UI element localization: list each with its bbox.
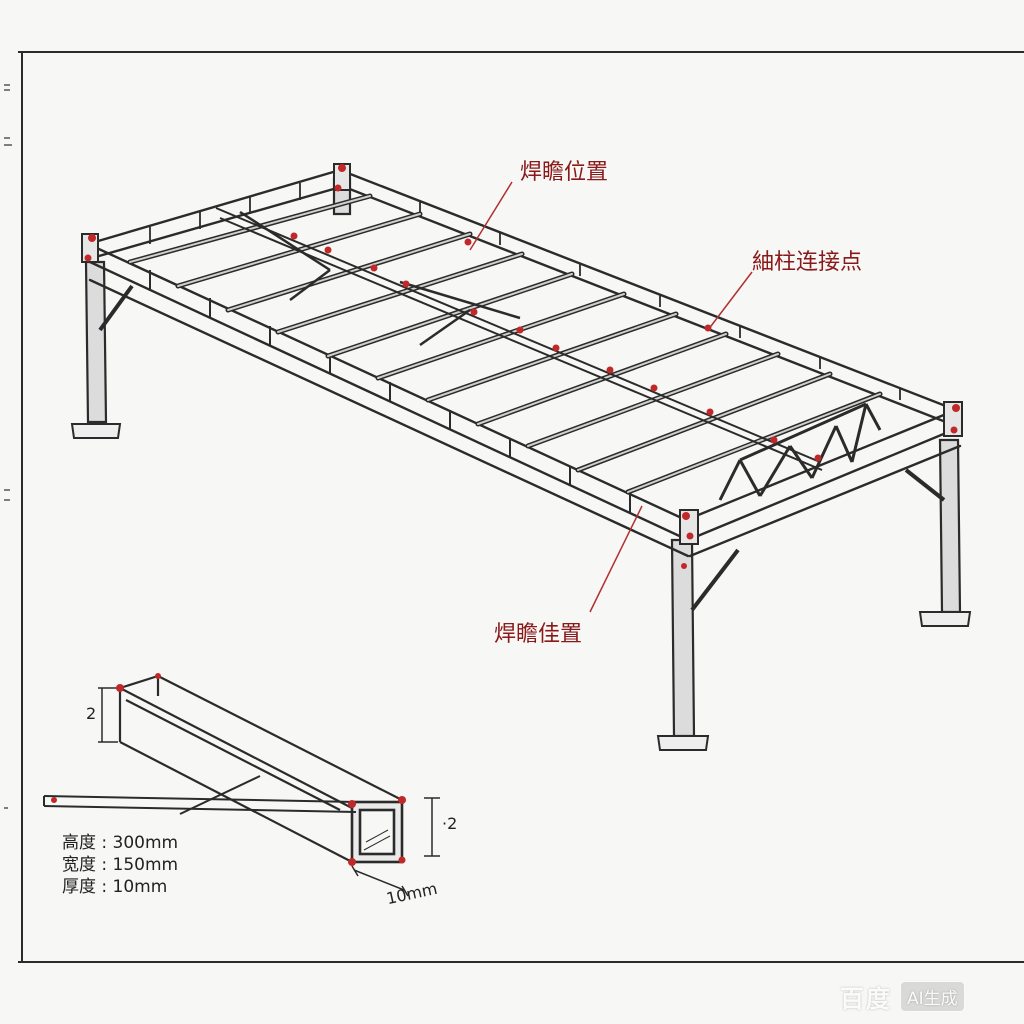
base-plate-front: [656, 735, 710, 751]
deck-braces: [239, 210, 521, 347]
center-beam: [215, 207, 823, 471]
steel-platform: [70, 163, 972, 751]
dimension-left-mark: 2: [86, 704, 97, 723]
watermark-brand: 百度: [840, 984, 892, 1013]
leader-weld-bottom: [589, 505, 643, 613]
back-stiffeners: [419, 202, 901, 400]
box-section-end: [350, 800, 404, 864]
base-plate-right: [918, 611, 972, 627]
leader-weld-top: [469, 181, 513, 251]
watermark-tag: AI生成: [900, 980, 965, 1012]
box-beam: [118, 674, 403, 863]
dimension-lines: [98, 687, 440, 897]
dimension-right-mark: ·2: [442, 814, 458, 833]
perimeter-beams: [86, 168, 962, 558]
left-margin-marks: [4, 84, 12, 809]
spec-width: 宽度 : 150mm: [62, 855, 179, 875]
spec-height: 高度 : 300mm: [62, 833, 179, 853]
flat-bar: [43, 775, 357, 815]
leader-column-joint: [707, 271, 753, 331]
detail-weld-points: [51, 673, 406, 866]
ai-generated-watermark: 百度 AI生成: [840, 978, 965, 1014]
annotation-weld-top: 焊瞻位置: [520, 160, 609, 185]
drawing-frame: [18, 51, 1024, 963]
annotation-weld-bottom: 焊瞻佳置: [494, 622, 583, 647]
annotation-column-joint: 紬柱连接点: [752, 250, 863, 275]
column-caps: [81, 163, 963, 545]
column-back-right: [938, 438, 962, 614]
base-plates: [70, 423, 972, 751]
knee-braces: [98, 284, 946, 612]
leader-lines: [469, 181, 753, 613]
base-plate-left: [70, 423, 122, 439]
beam-detail: [43, 674, 440, 897]
column-front-right: [670, 538, 696, 738]
left-stiffeners: [149, 183, 301, 244]
weld-points: [84, 164, 960, 569]
end-truss: [718, 402, 882, 501]
spec-thickness: 厚度 : 10mm: [62, 877, 168, 897]
